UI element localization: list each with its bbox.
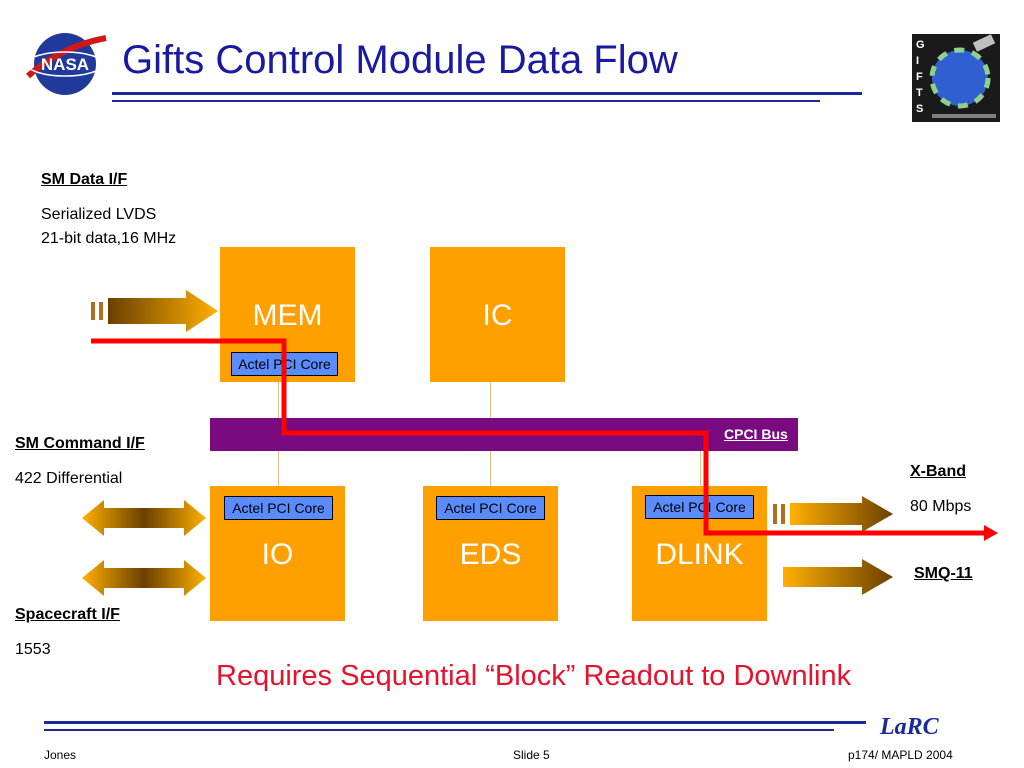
mem-label: MEM	[252, 299, 323, 332]
footer-author: Jones	[44, 748, 77, 762]
footer-line	[44, 721, 866, 724]
footer-line-2	[44, 729, 834, 731]
eds-pci-core: Actel PCI Core	[436, 496, 545, 520]
dlink-connector	[700, 451, 701, 486]
sm-data-heading: SM Data I/F	[41, 171, 128, 188]
xband-line1: 80 Mbps	[910, 498, 972, 515]
xband-heading: X-Band	[910, 463, 966, 480]
svg-text:F: F	[916, 71, 923, 83]
sm-data-arrow	[91, 290, 218, 332]
ic-label: IC	[482, 299, 513, 332]
footer-conference: p174/ MAPLD 2004	[848, 748, 953, 762]
spacecraft-line1: 1553	[15, 641, 51, 658]
smq-heading: SMQ-11	[914, 565, 973, 582]
sm-command-line1: 422 Differential	[15, 470, 123, 487]
nasa-logo: NASA	[22, 26, 108, 98]
footer-slide-number: Slide 5	[513, 748, 550, 762]
larc-logo-text: LaRC	[880, 714, 939, 740]
svg-text:T: T	[916, 87, 923, 99]
title-underline-2	[112, 100, 820, 102]
dlink-label: DLINK	[655, 538, 744, 571]
sm-data-line1: Serialized LVDS	[41, 206, 157, 223]
mem-connector	[278, 382, 279, 418]
svg-text:I: I	[916, 55, 919, 67]
ic-block: IC	[430, 247, 565, 382]
data-path-line	[91, 338, 990, 536]
cpci-bus-label: CPCI Bus	[724, 426, 788, 442]
sm-data-line2: 21-bit data,16 MHz	[41, 230, 177, 247]
io-connector	[278, 451, 279, 486]
gifts-logo: G I F T S	[912, 34, 1000, 122]
smq-arrow	[783, 559, 893, 595]
spacecraft-arrow	[82, 560, 206, 596]
io-pci-core: Actel PCI Core	[224, 496, 333, 520]
data-path-arrowhead	[984, 525, 998, 541]
readout-note: Requires Sequential “Block” Readout to D…	[216, 660, 852, 692]
svg-text:NASA: NASA	[41, 55, 89, 74]
spacecraft-heading: Spacecraft I/F	[15, 606, 120, 623]
eds-connector	[490, 451, 491, 486]
eds-label: EDS	[459, 538, 522, 571]
sm-command-heading: SM Command I/F	[15, 435, 145, 452]
ic-connector	[490, 382, 491, 418]
page-title: Gifts Control Module Data Flow	[122, 38, 678, 82]
io-label: IO	[261, 538, 294, 571]
xband-arrow	[773, 496, 893, 532]
svg-text:S: S	[916, 103, 923, 115]
svg-text:G: G	[916, 39, 925, 51]
title-underline	[112, 92, 862, 95]
dlink-pci-core: Actel PCI Core	[645, 495, 754, 519]
sm-command-arrow	[82, 500, 206, 536]
